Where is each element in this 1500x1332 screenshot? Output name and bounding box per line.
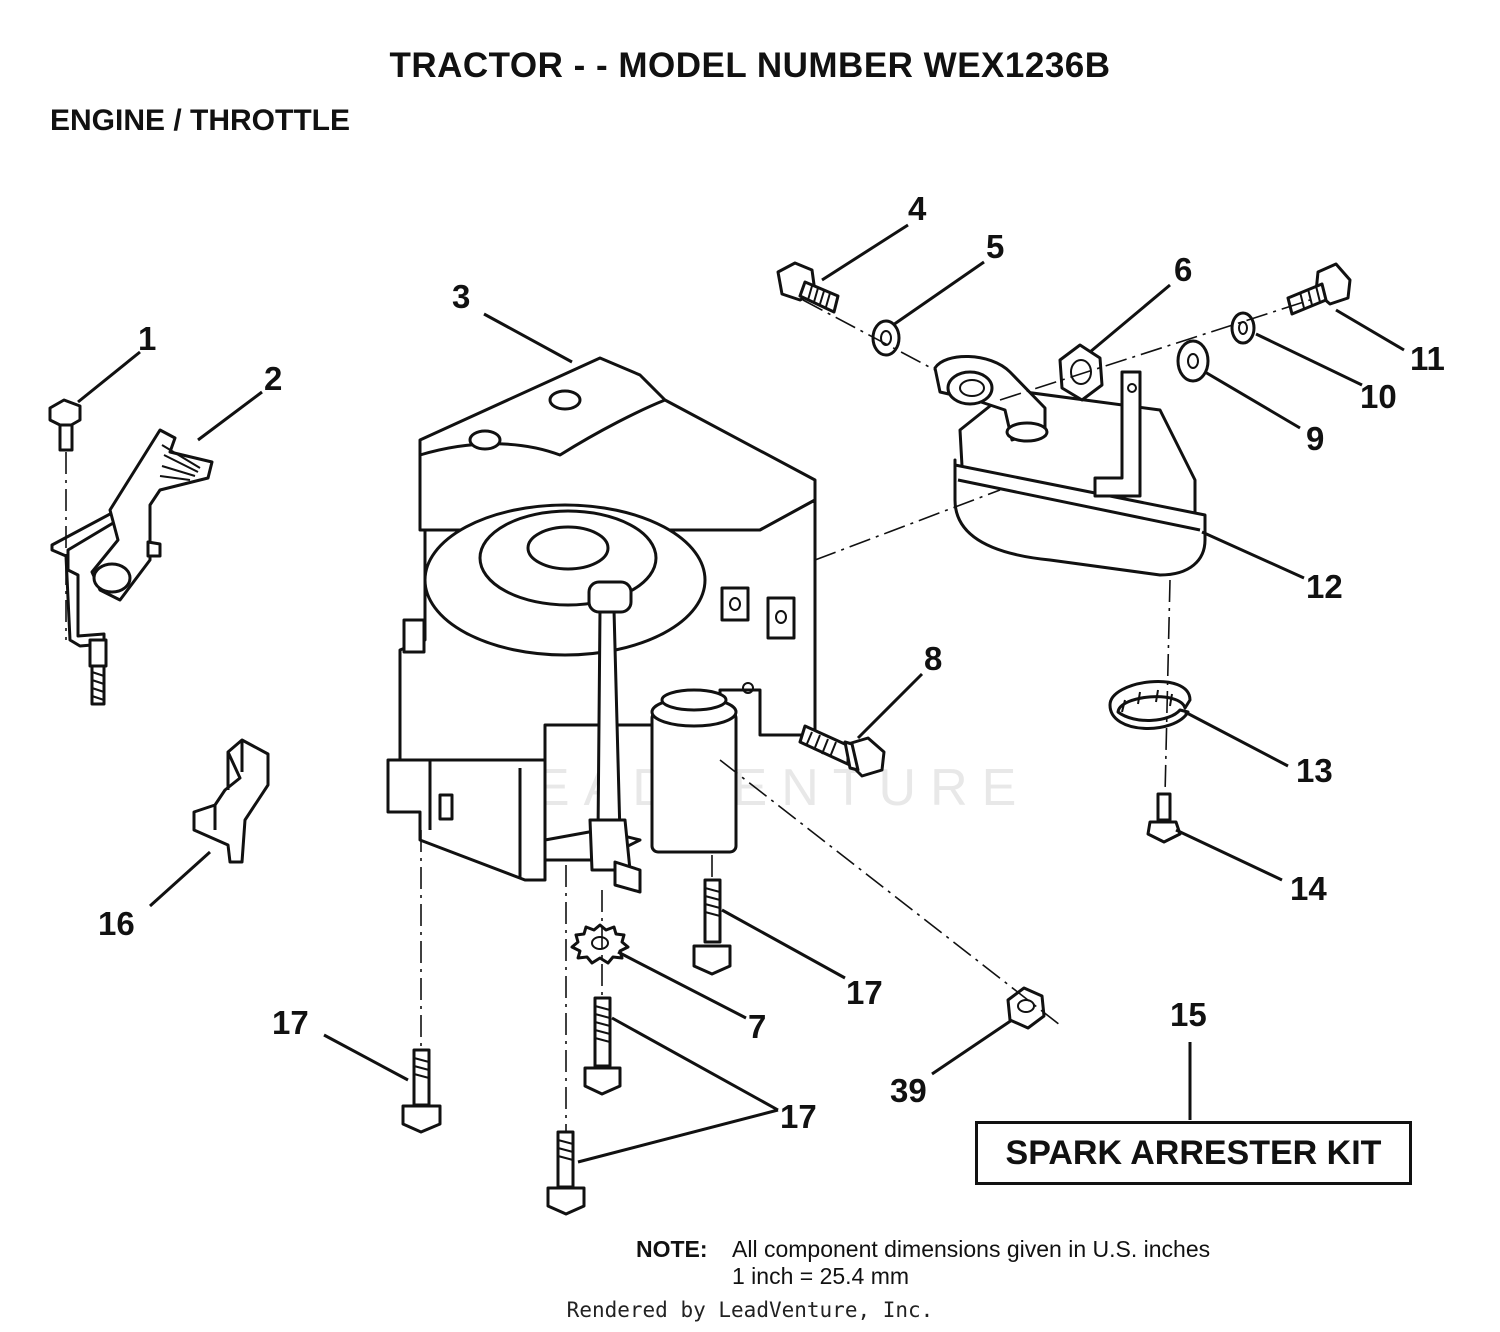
footer-credit: Rendered by LeadVenture, Inc. [566, 1298, 934, 1322]
callout-5: 5 [986, 228, 1004, 265]
callout-39: 39 [890, 1072, 927, 1109]
spark-arrester-screen [1108, 680, 1192, 730]
callout-8: 8 [924, 640, 942, 677]
engine-assembly [386, 356, 817, 894]
star-washer-7 [570, 923, 630, 965]
callout-1: 1 [138, 320, 156, 357]
note-line-1: All component dimensions given in U.S. i… [732, 1236, 1211, 1262]
callout-16: 16 [98, 905, 135, 942]
callout-numbers: 1 2 3 4 5 6 7 8 9 10 11 12 13 14 15 16 1… [98, 190, 1445, 1135]
screw-14 [1146, 792, 1182, 844]
callout-3: 3 [452, 278, 470, 315]
callout-11: 11 [1410, 340, 1445, 377]
callout-7: 7 [748, 1008, 766, 1045]
callout-6: 6 [1174, 251, 1192, 288]
section-subtitle: ENGINE / THROTTLE [50, 104, 350, 137]
callout-9: 9 [1306, 420, 1324, 457]
callout-14: 14 [1290, 870, 1327, 907]
bolt-17-left [401, 1048, 442, 1134]
bolt-17-right [692, 878, 732, 976]
bolt-8 [798, 724, 886, 778]
callout-15: 15 [1170, 996, 1207, 1033]
nut-39 [1006, 986, 1046, 1030]
lockwasher-10 [1230, 311, 1256, 345]
callout-12: 12 [1306, 568, 1343, 605]
throttle-control-assembly [48, 398, 214, 706]
note-line-2: 1 inch = 25.4 mm [732, 1263, 910, 1289]
callout-10: 10 [1360, 378, 1397, 415]
bolt-11 [1286, 262, 1352, 316]
callout-4: 4 [908, 190, 927, 227]
alignment-lines [65, 299, 1311, 1132]
callout-17-mid: 17 [780, 1098, 817, 1135]
note-prefix: NOTE: [636, 1236, 708, 1262]
page-title: TRACTOR - - MODEL NUMBER WEX1236B [389, 46, 1111, 85]
exhaust-gasket [1058, 343, 1104, 402]
bolt-17-bottom [546, 1130, 586, 1216]
spark-arrester-kit-box: SPARK ARRESTER KIT [975, 1121, 1412, 1185]
bracket-16 [192, 738, 270, 864]
callout-13: 13 [1296, 752, 1333, 789]
leader-lines [77, 223, 1405, 1164]
bolt-4 [776, 261, 840, 314]
bolt-17-mid [583, 996, 622, 1096]
callout-17-right: 17 [846, 974, 883, 1011]
washer-5 [871, 319, 901, 357]
watermark-text: LEADVENTURE [492, 759, 1030, 817]
callout-17-left: 17 [272, 1004, 309, 1041]
callout-2: 2 [264, 360, 282, 397]
dimensions-note: NOTE: All component dimensions given in U… [636, 1236, 1210, 1290]
muffler-assembly [933, 355, 1207, 577]
washer-9 [1176, 339, 1210, 383]
